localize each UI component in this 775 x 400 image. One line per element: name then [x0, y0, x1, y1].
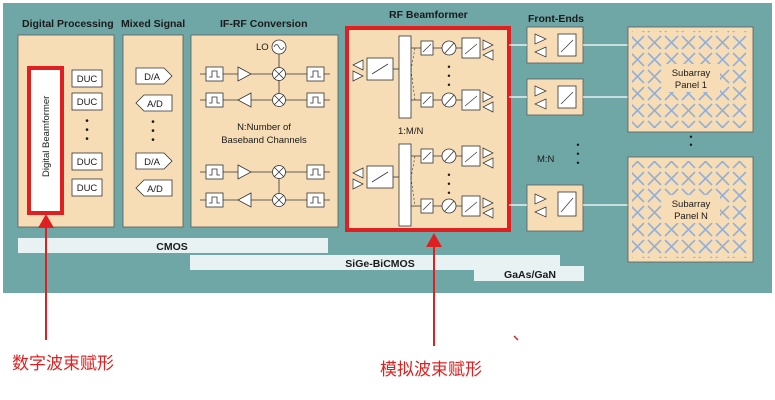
- amplifier-icon: [237, 92, 252, 108]
- adc-shape: [135, 94, 173, 112]
- dac-label: D/A: [144, 157, 161, 168]
- adc-label: A/D: [147, 184, 163, 195]
- cmos-label: CMOS: [156, 241, 188, 253]
- vertical-ellipsis: •: [447, 179, 450, 189]
- vertical-ellipsis: •: [689, 132, 692, 142]
- channels-note-line2: Baseband Channels: [221, 135, 307, 146]
- header-digital-processing: Digital Processing: [22, 18, 114, 30]
- vertical-ellipsis: •: [447, 71, 450, 81]
- channels-note-line1: N:Number of: [237, 122, 291, 133]
- mn-ratio-label: M:N: [537, 154, 555, 165]
- vertical-ellipsis: •: [576, 149, 579, 159]
- mixed-signal-block: D/A A/D • • • D/A A/D: [122, 34, 184, 228]
- vertical-ellipsis: •: [447, 62, 450, 72]
- if-rf-conversion-block: LO N:Number of Baseband Channels: [190, 34, 339, 228]
- filter-icon: [306, 164, 325, 180]
- sige-bicmos-bar: [190, 255, 560, 270]
- rf-channel-row: [411, 37, 494, 61]
- dac-label: D/A: [144, 72, 161, 83]
- duc-label: DUC: [77, 183, 98, 194]
- duc-label: DUC: [77, 74, 98, 85]
- subarray-panel-n: Subarray Panel N: [627, 156, 754, 263]
- split-ratio-label: 1:M/N: [398, 126, 423, 137]
- filter-icon: [205, 66, 224, 82]
- subarray-panel-1: Subarray Panel 1: [627, 26, 754, 133]
- panel-label: Panel 1: [675, 80, 707, 91]
- vertical-ellipsis: •: [151, 117, 155, 128]
- sige-bicmos-label: SiGe-BiCMOS: [345, 258, 414, 270]
- vertical-ellipsis: •: [85, 125, 89, 136]
- rf-beamformer-block: 1:M/N: [345, 26, 511, 232]
- analog-beamforming-annotation: 模拟波束赋形: [380, 360, 482, 380]
- filter-icon: [205, 92, 224, 108]
- splitter-combiner: [398, 35, 412, 119]
- vertical-ellipsis: •: [151, 126, 155, 137]
- duc-stack: DUC DUC • • • DUC DUC: [71, 69, 103, 197]
- subarray-label: Subarray: [672, 68, 711, 79]
- header-mixed-signal: Mixed Signal: [121, 18, 185, 30]
- filter-icon: [306, 192, 325, 208]
- vertical-ellipsis: •: [85, 134, 89, 145]
- digital-beamforming-annotation: 数字波束赋形: [12, 354, 114, 374]
- amplifier-icon: [237, 192, 252, 208]
- front-end-module: [526, 26, 584, 64]
- amplifier-icon: [237, 66, 252, 82]
- rf-channel-row: [411, 195, 494, 219]
- vertical-ellipsis: •: [447, 80, 450, 90]
- lo-label: LO: [256, 42, 269, 53]
- header-rf-beamformer: RF Beamformer: [389, 9, 468, 21]
- adc-shape: [135, 179, 173, 197]
- vertical-ellipsis: •: [576, 140, 579, 150]
- rf-channel-row: [411, 145, 494, 169]
- duc-label: DUC: [77, 157, 98, 168]
- digital-processing-block: Digital Beamformer DUC DUC • • • DUC DUC: [17, 34, 115, 228]
- vertical-ellipsis: •: [689, 140, 692, 150]
- filter-icon: [205, 192, 224, 208]
- filter-icon: [306, 66, 325, 82]
- duc-label: DUC: [77, 97, 98, 108]
- dac-shape: [135, 67, 173, 85]
- filter-icon: [306, 92, 325, 108]
- front-end-module: [526, 184, 584, 232]
- adc-label: A/D: [147, 99, 163, 110]
- subarray-label: Subarray: [672, 199, 711, 210]
- rf-channel-row: [411, 89, 494, 113]
- vertical-ellipsis: •: [576, 158, 579, 168]
- cmos-bar: [18, 238, 328, 253]
- header-front-ends: Front-Ends: [528, 13, 584, 25]
- panel-label: Panel N: [674, 211, 708, 222]
- vertical-ellipsis: •: [447, 188, 450, 198]
- front-end-module: [526, 78, 584, 116]
- vertical-ellipsis: •: [447, 170, 450, 180]
- vertical-ellipsis: •: [85, 116, 89, 127]
- amplifier-icon: [237, 164, 252, 180]
- vertical-ellipsis: •: [151, 135, 155, 146]
- stray-mark: [513, 335, 519, 341]
- filter-icon: [205, 164, 224, 180]
- digital-beamformer-box: [27, 66, 64, 215]
- dac-shape: [135, 152, 173, 170]
- splitter-combiner: [398, 143, 412, 227]
- gaas-gan-bar: [474, 266, 584, 281]
- gaas-gan-label: GaAs/GaN: [504, 269, 556, 281]
- digital-bf-arrow: [38, 214, 54, 340]
- analog-bf-arrow: [426, 233, 442, 346]
- header-if-rf-conversion: IF-RF Conversion: [220, 18, 308, 30]
- digital-beamformer-label: Digital Beamformer: [41, 96, 52, 177]
